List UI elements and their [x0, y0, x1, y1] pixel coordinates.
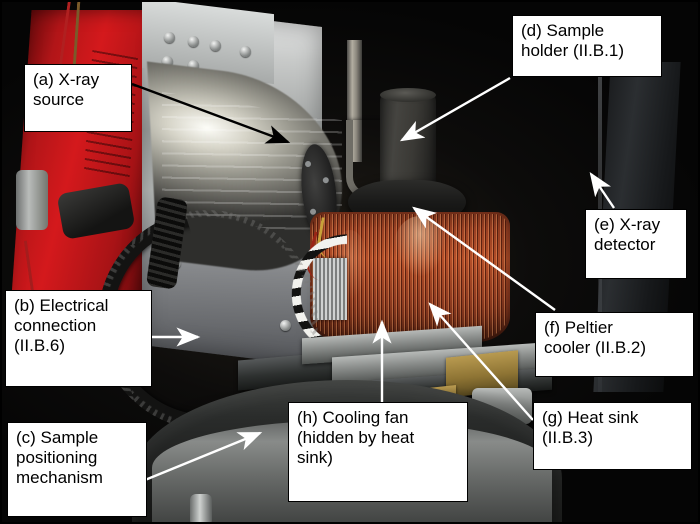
bolt — [188, 60, 199, 71]
label-heat-sink: (g) Heat sink (II.B.3) — [533, 402, 692, 470]
bolt — [164, 32, 175, 43]
flange-bolt — [322, 176, 330, 184]
label-cooling-fan: (h) Cooling fan (hidden by heat sink) — [288, 402, 468, 502]
label-sample-holder: (d) Sample holder (II.B.1) — [512, 15, 662, 77]
bolt — [162, 56, 173, 67]
bolt — [210, 40, 221, 51]
flange-bolt — [304, 160, 312, 168]
label-electrical-connection: (b) Electrical connection (II.B.6) — [5, 290, 152, 387]
stage-knob — [190, 494, 212, 522]
sample-holder-top-face — [380, 88, 436, 102]
label-sample-positioning-mechanism: (c) Sample positioning mechanism — [7, 422, 147, 517]
bolt — [188, 36, 199, 47]
label-peltier-cooler: (f) Peltier cooler (II.B.2) — [535, 312, 694, 377]
heat-sink-highlight — [394, 216, 446, 276]
left-cylinder-part — [16, 170, 48, 230]
label-xray-source: (a) X-ray source — [24, 64, 132, 132]
label-xray-detector: (e) X-ray detector — [585, 209, 687, 279]
bolt — [240, 46, 251, 57]
